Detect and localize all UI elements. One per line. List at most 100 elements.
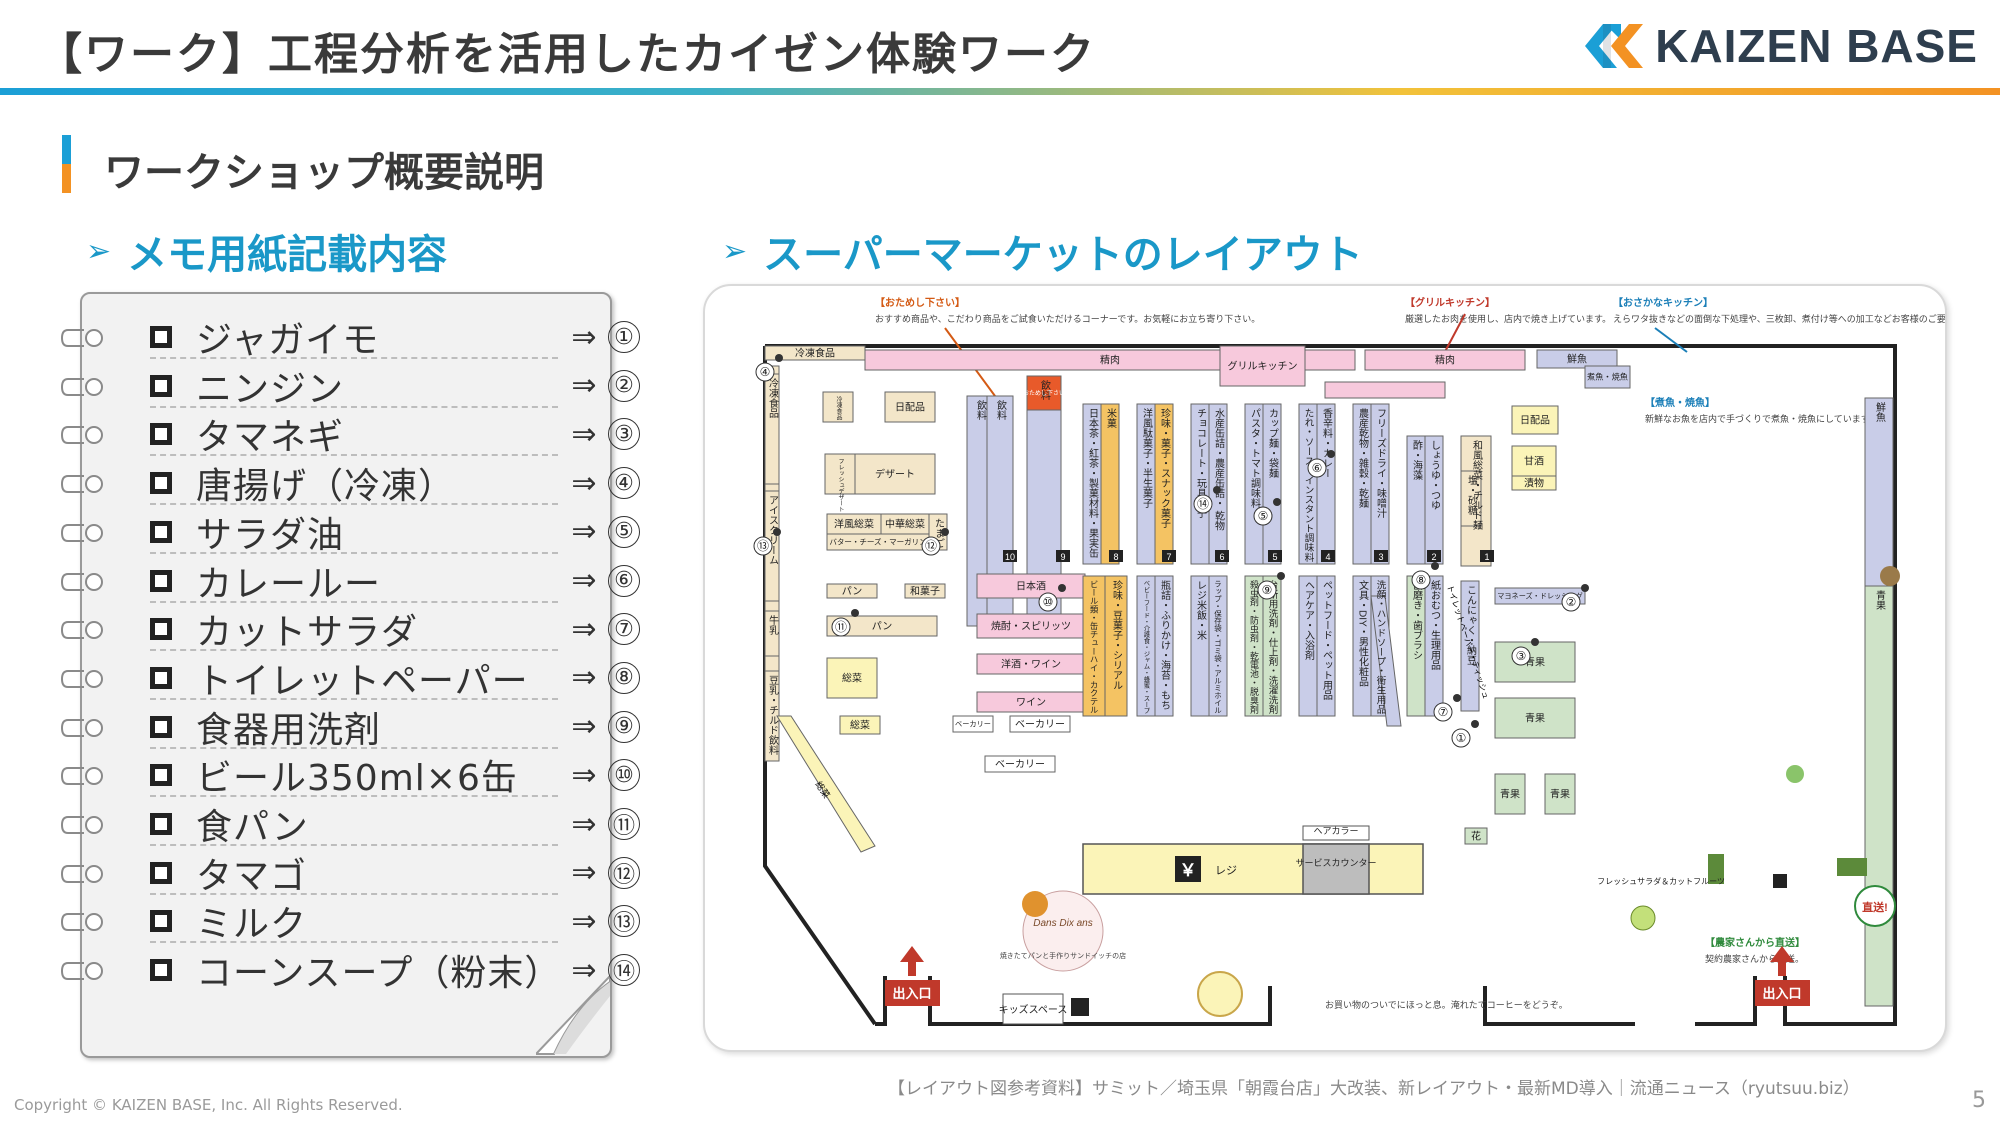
binder-ring-icon: [60, 816, 103, 834]
aisle-number: 1: [1484, 552, 1489, 562]
item-location-dot: [775, 354, 783, 362]
aisle-number: 5: [1272, 552, 1277, 562]
binder-ring-icon: [60, 377, 103, 396]
item-location-dot: [1581, 584, 1589, 592]
right-arrow-icon: ⇒: [571, 563, 597, 598]
binder-ring-icon: [60, 475, 103, 494]
binder-ring-icon: [60, 962, 103, 981]
aisle-number-badge: [1374, 550, 1388, 562]
memo-item-text: ビール350ml×6缶: [196, 758, 518, 800]
aisle-number-badge: [1427, 550, 1441, 562]
fresh-salad-label: フレッシュサラダ＆カットフルーツ: [1597, 876, 1725, 886]
entrance-label: 出入口: [1762, 986, 1801, 1001]
shelf-label: たまご: [933, 518, 944, 548]
shelf-label: 和菓子: [910, 585, 940, 597]
memo-item-text: トイレットペーパー: [196, 660, 529, 702]
checkbox-icon: [150, 569, 172, 592]
shelf-meat2: [1364, 349, 1526, 371]
entrance-right: 出入口: [1755, 946, 1810, 1006]
register-counter: [1082, 843, 1424, 895]
shelf-veg-right: [1864, 585, 1894, 1007]
item-marker-circle: [753, 536, 773, 556]
item-location-dot: [941, 528, 949, 536]
shelf-deli3: [776, 715, 876, 853]
shelf-label: ヘアケア・入浴剤: [1303, 580, 1315, 661]
item-location-dot: [1431, 562, 1439, 570]
shelf-nimono: [1584, 365, 1631, 389]
right-arrow-icon: ⇒: [571, 806, 597, 842]
shelf-tissue: [1460, 580, 1480, 712]
shelf-label: 酢・海藻: [1411, 439, 1423, 481]
shelf-veg3: [1494, 773, 1526, 815]
memo-divider: [150, 600, 558, 603]
aisle-number: 6: [1219, 552, 1224, 562]
shelf-frozen-box: [822, 391, 854, 423]
item-marker-circle: [1511, 646, 1531, 666]
binder-ring-icon: [60, 572, 103, 591]
right-arrow-icon: ⇒: [571, 319, 597, 355]
binder-ring-icon: [60, 718, 103, 737]
aisle-number-badge: [1162, 550, 1176, 562]
right-arrow-icon: ⇒: [571, 952, 597, 988]
register-label: レジ: [1215, 865, 1237, 877]
shelf-toilet: [1370, 595, 1402, 727]
shelf-label: 漬物: [1524, 476, 1544, 489]
shelf-spice: [1316, 403, 1336, 565]
binder-ring-icon: [60, 669, 103, 688]
shelf-label: 飲料: [995, 399, 1007, 421]
slide-title: 【ワーク】工程分析を活用したカイゼン体験ワーク: [38, 29, 1096, 80]
shelf-bakery2: [984, 755, 1056, 773]
shelf-veg4: [1544, 773, 1576, 815]
shelf-label: 農産乾物・雑穀・乾麺: [1357, 407, 1369, 509]
memo-item-text: タマゴ: [196, 855, 308, 897]
memo-item-number: ⑬: [608, 905, 640, 938]
shelf-snacks: [1154, 403, 1174, 565]
shelf-label: 精肉: [1435, 353, 1455, 366]
shelf-label: 青果: [1500, 787, 1520, 800]
aisle-number: 4: [1325, 552, 1330, 562]
shelf-label: 紙おむつ・生理用品: [1429, 579, 1441, 671]
shelf-nichihai-right: [1511, 405, 1559, 435]
memo-divider: [150, 697, 558, 700]
item-marker-circle: [831, 617, 851, 637]
shelf-pickles: [1511, 475, 1557, 491]
coffee-icon: [1197, 971, 1243, 1017]
item-marker-number: ⑤: [1258, 509, 1269, 523]
shelf-label: 煮魚・焼魚: [1587, 372, 1628, 382]
right-arrow-icon: ⇒: [571, 416, 597, 452]
item-marker-circle: [1307, 458, 1327, 478]
checkbox-icon: [150, 910, 172, 933]
shelf-otameshi-box: [1026, 375, 1062, 411]
shelf-diaper: [1424, 575, 1444, 717]
vegetable-icon: [1786, 765, 1804, 783]
memo-list-item: トイレットペーパー⇒⑧: [150, 654, 640, 702]
right-arrow-icon: ⇒: [571, 465, 597, 501]
shelf-label: 洗顔・ハンドソープ・衛生用品: [1375, 579, 1387, 714]
shelf-label: ラップ・保存袋・ゴミ袋・アルミホイル: [1213, 580, 1222, 714]
shelf-deli1: [826, 657, 878, 699]
shelf-label: レジ米飯・米: [1195, 580, 1207, 641]
aisle-number: 9: [1060, 552, 1065, 562]
shelf-label: 香辛料・カレー: [1321, 408, 1333, 478]
memo-heading: ➢ メモ用紙記載内容: [86, 222, 447, 280]
shelf-label: たれ・ソース・インスタント調味料: [1303, 408, 1315, 563]
section-marker: [62, 135, 71, 193]
grill-note-title: 【グリルキッチン】: [1405, 296, 1495, 309]
right-arrow-icon: ⇒: [571, 855, 597, 891]
shelf-label: マヨネーズ・ドレッシング: [1497, 591, 1583, 600]
shelf-label: 牛乳: [767, 614, 779, 635]
kids-label: キッズスペース: [999, 1003, 1068, 1016]
item-marker-number: ⑥: [1312, 461, 1323, 475]
binder-ring-icon: [60, 329, 103, 347]
memo-item-number: ⑥: [608, 564, 640, 597]
shelf-label: 青果: [1874, 589, 1886, 611]
lettuce-icon: [1708, 854, 1724, 884]
item-location-dot: [1471, 720, 1479, 728]
shelf-label: バター・チーズ・マーガリン: [829, 537, 926, 547]
memo-divider: [150, 746, 558, 749]
binder-ring-icon: [60, 864, 103, 883]
shelf-label: 珍味・菓子・スナック菓子: [1159, 408, 1171, 528]
yaki-note-title: 【煮魚・焼魚】: [1645, 396, 1715, 409]
checkbox-icon: [150, 520, 172, 543]
memo-item-number: ⑧: [608, 661, 640, 694]
